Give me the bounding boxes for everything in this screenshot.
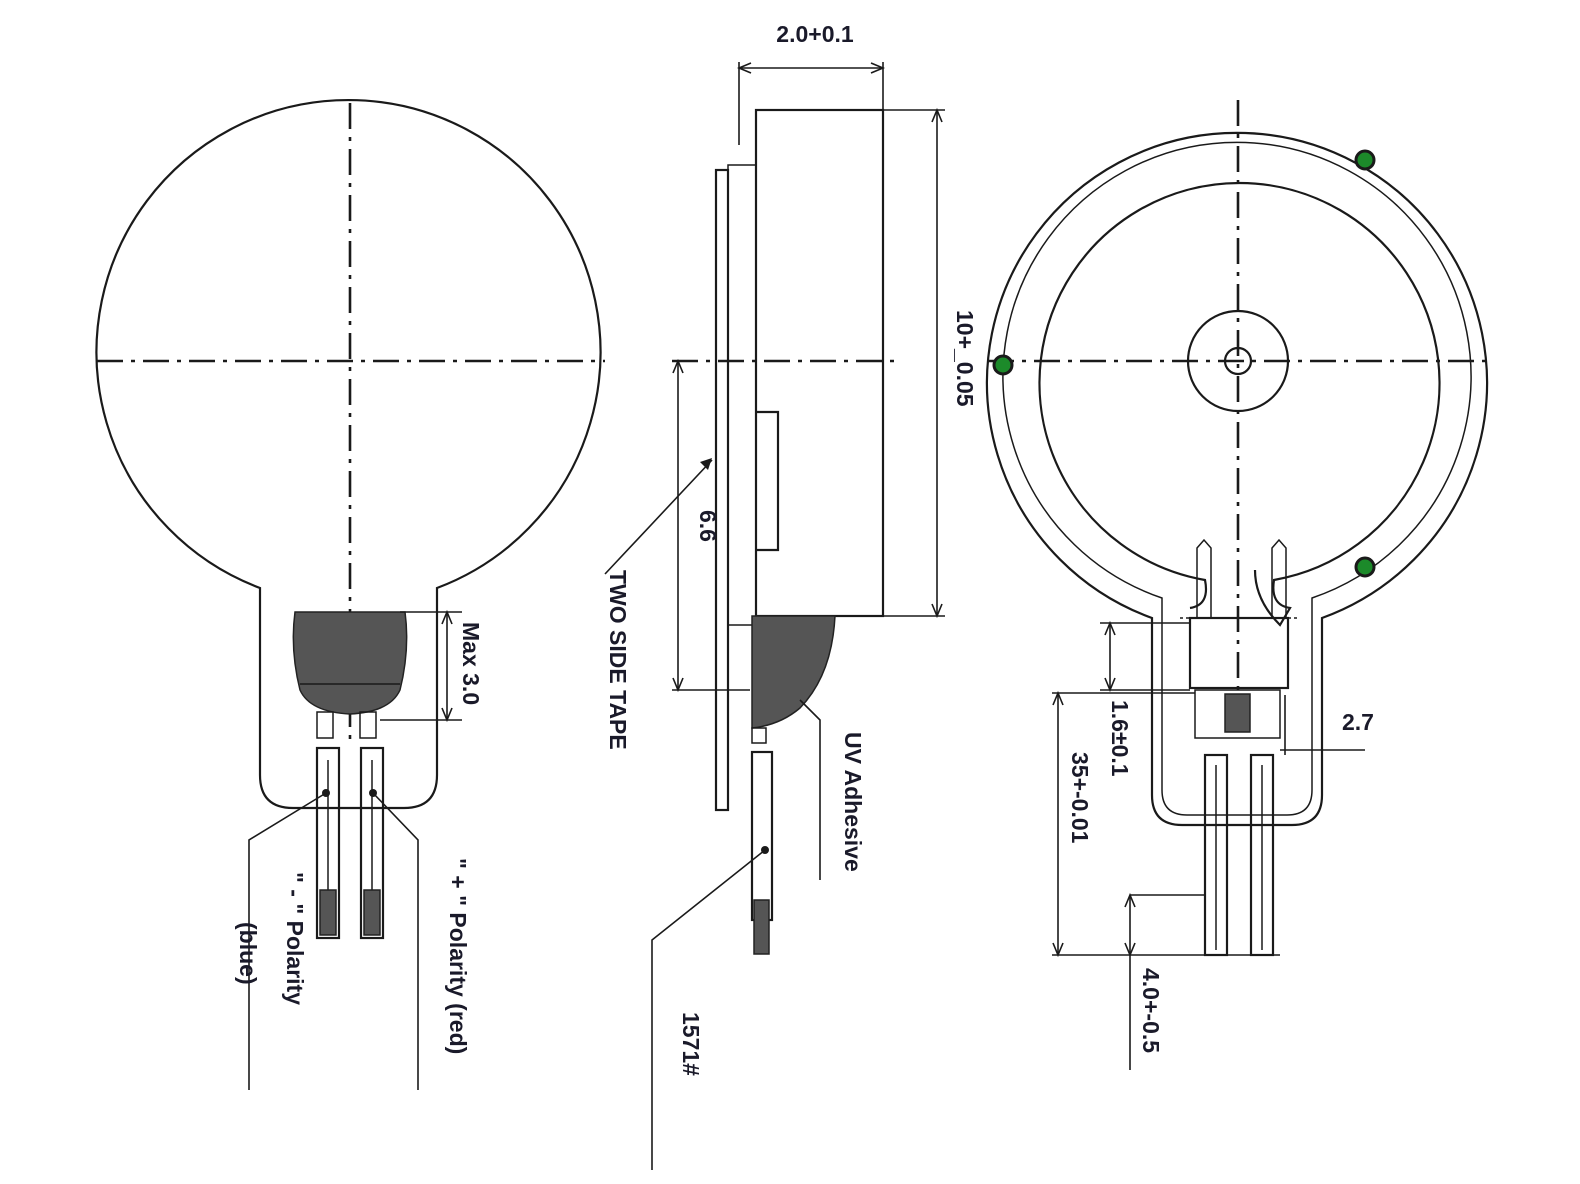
two-side-tape [714,168,730,812]
motor-body-side [754,108,885,618]
pos-polarity-leader [372,792,419,1090]
tape-height-label: 6.6 [695,510,721,542]
middle-ring [1002,141,1472,816]
max-dimension-label: Max 3.0 [458,622,484,705]
uv-adhesive-label: UV Adhesive [840,732,866,872]
solder-point-top [1354,149,1376,171]
front-wire-blue [315,746,341,940]
side-view [604,62,945,1170]
neg-polarity-leader [248,792,327,1090]
inner-flex-circle [1038,181,1441,627]
diameter-dimension-label: 10+_0.05 [952,310,978,407]
wire-spec-label: 1571# [678,1012,704,1076]
positive-polarity-label: " + " Polarity (red) [445,858,471,1054]
terminal-pin-right [1271,538,1287,619]
outer-ring [985,131,1489,827]
two-side-tape-label: TWO SIDE TAPE [605,570,631,750]
front-view [95,99,605,1090]
front-outline [95,99,602,810]
tape-leader [604,459,713,575]
negative-polarity-label: " - " Polarity [282,872,308,1005]
lead-dim-16-label: 1.6±0.1 [1107,700,1133,777]
front-lead-stub-right [359,711,377,739]
side-wire [750,750,774,922]
wire-leader [651,849,766,1170]
front-adhesive-blob [292,611,408,715]
bottom-view [985,100,1492,1070]
solder-point-left [992,354,1014,376]
side-adhesive-blob [751,615,836,729]
front-wire-red [359,746,385,940]
uv-leader [799,699,821,880]
terminal-pin-left [1196,538,1212,619]
negative-color-label: (blue) [235,922,261,985]
lead-dim-40-label: 4.0+-0.5 [1138,968,1164,1053]
lead-dim-35-label: 35+-0.01 [1067,752,1093,844]
front-lead-stub-left [316,711,334,739]
front-wire-tip-left [319,889,337,936]
solder-point-bottom [1354,556,1376,578]
terminal-block [1188,616,1290,690]
front-wire-tip-right [363,889,381,936]
lead-dim-27-label: 2.7 [1342,709,1374,735]
width-dimension-label: 2.0+0.1 [776,21,854,47]
